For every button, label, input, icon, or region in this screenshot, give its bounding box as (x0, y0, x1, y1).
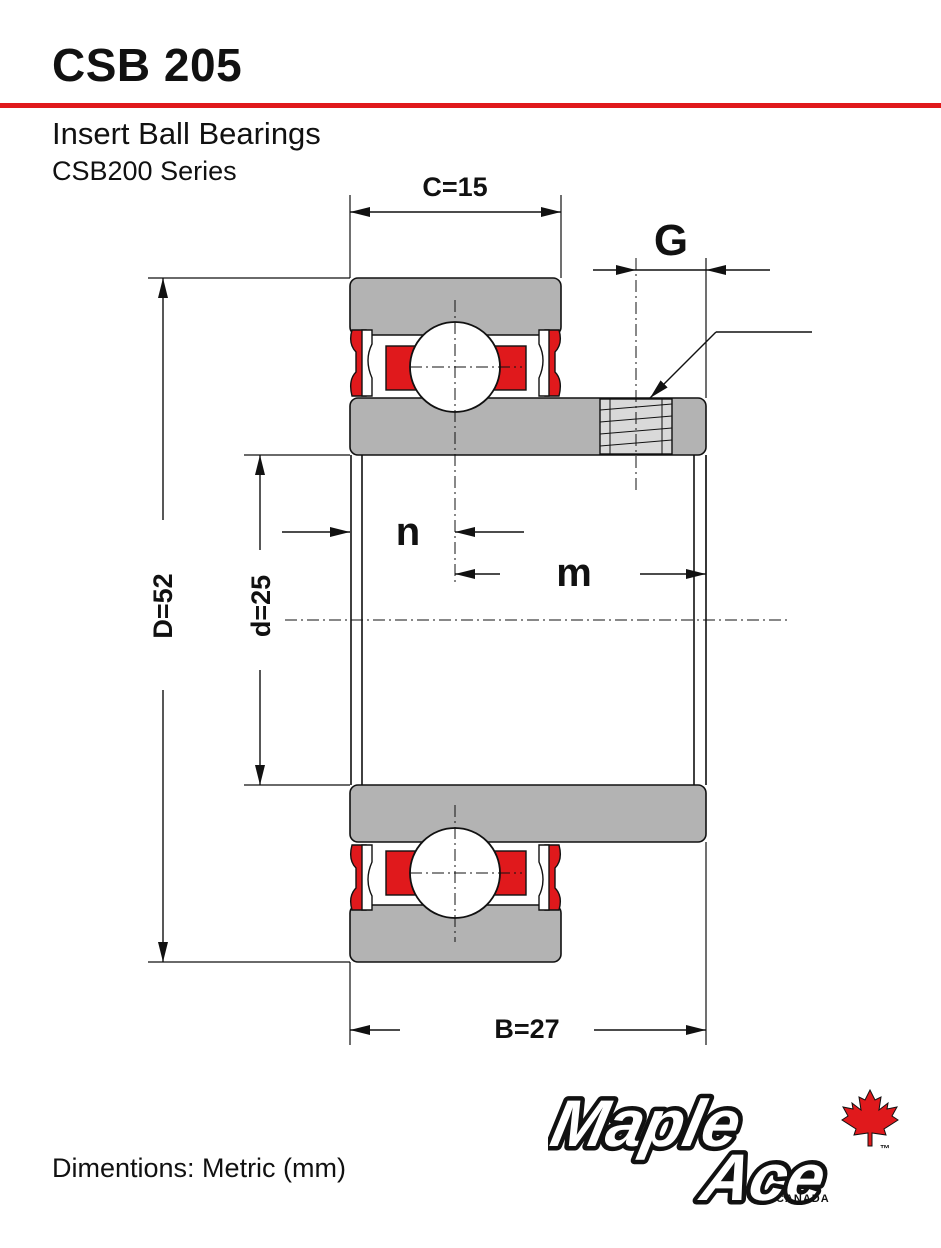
dimension-b: B=27 (350, 1014, 706, 1044)
dimension-c: C=15 (350, 172, 561, 217)
center-lines (285, 258, 788, 942)
set-screw-leader (649, 331, 812, 399)
dimension-n: n (282, 510, 524, 554)
logo-trademark: ™ (880, 1144, 890, 1155)
logo-line2: Ace (693, 1142, 832, 1205)
logo-canada: CANADA (776, 1193, 830, 1205)
product-series: CSB200 Series (52, 156, 237, 186)
seal-top-left (349, 329, 373, 397)
dimension-n-label: n (396, 510, 420, 554)
dimension-d-bore-label: d=25 (246, 575, 276, 637)
seal-bottom-left (349, 844, 373, 911)
dimension-d-outer: D=52 (148, 278, 178, 962)
maple-ace-logo: Maple Ace CANADA ™ (548, 1083, 899, 1205)
units-note: Dimentions: Metric (mm) (52, 1153, 347, 1183)
dimension-m: m (455, 551, 706, 595)
dimension-d-outer-label: D=52 (148, 573, 178, 638)
dimension-c-label: C=15 (422, 172, 487, 202)
seal-top-right (538, 329, 562, 397)
logo-line1: Maple (548, 1088, 747, 1161)
extension-lines (148, 195, 707, 1045)
seal-bottom-right (538, 844, 562, 911)
title-divider (0, 103, 941, 108)
dimension-b-label: B=27 (494, 1014, 559, 1044)
dimension-g: G (593, 216, 770, 275)
dimension-g-label: G (654, 216, 688, 265)
inner-ring-bottom (349, 784, 707, 843)
maple-leaf-icon (841, 1088, 899, 1147)
page-title: CSB 205 (52, 39, 243, 91)
dimension-m-label: m (556, 551, 592, 595)
product-subtitle: Insert Ball Bearings (52, 116, 321, 151)
dimension-d-bore: d=25 (246, 455, 276, 785)
